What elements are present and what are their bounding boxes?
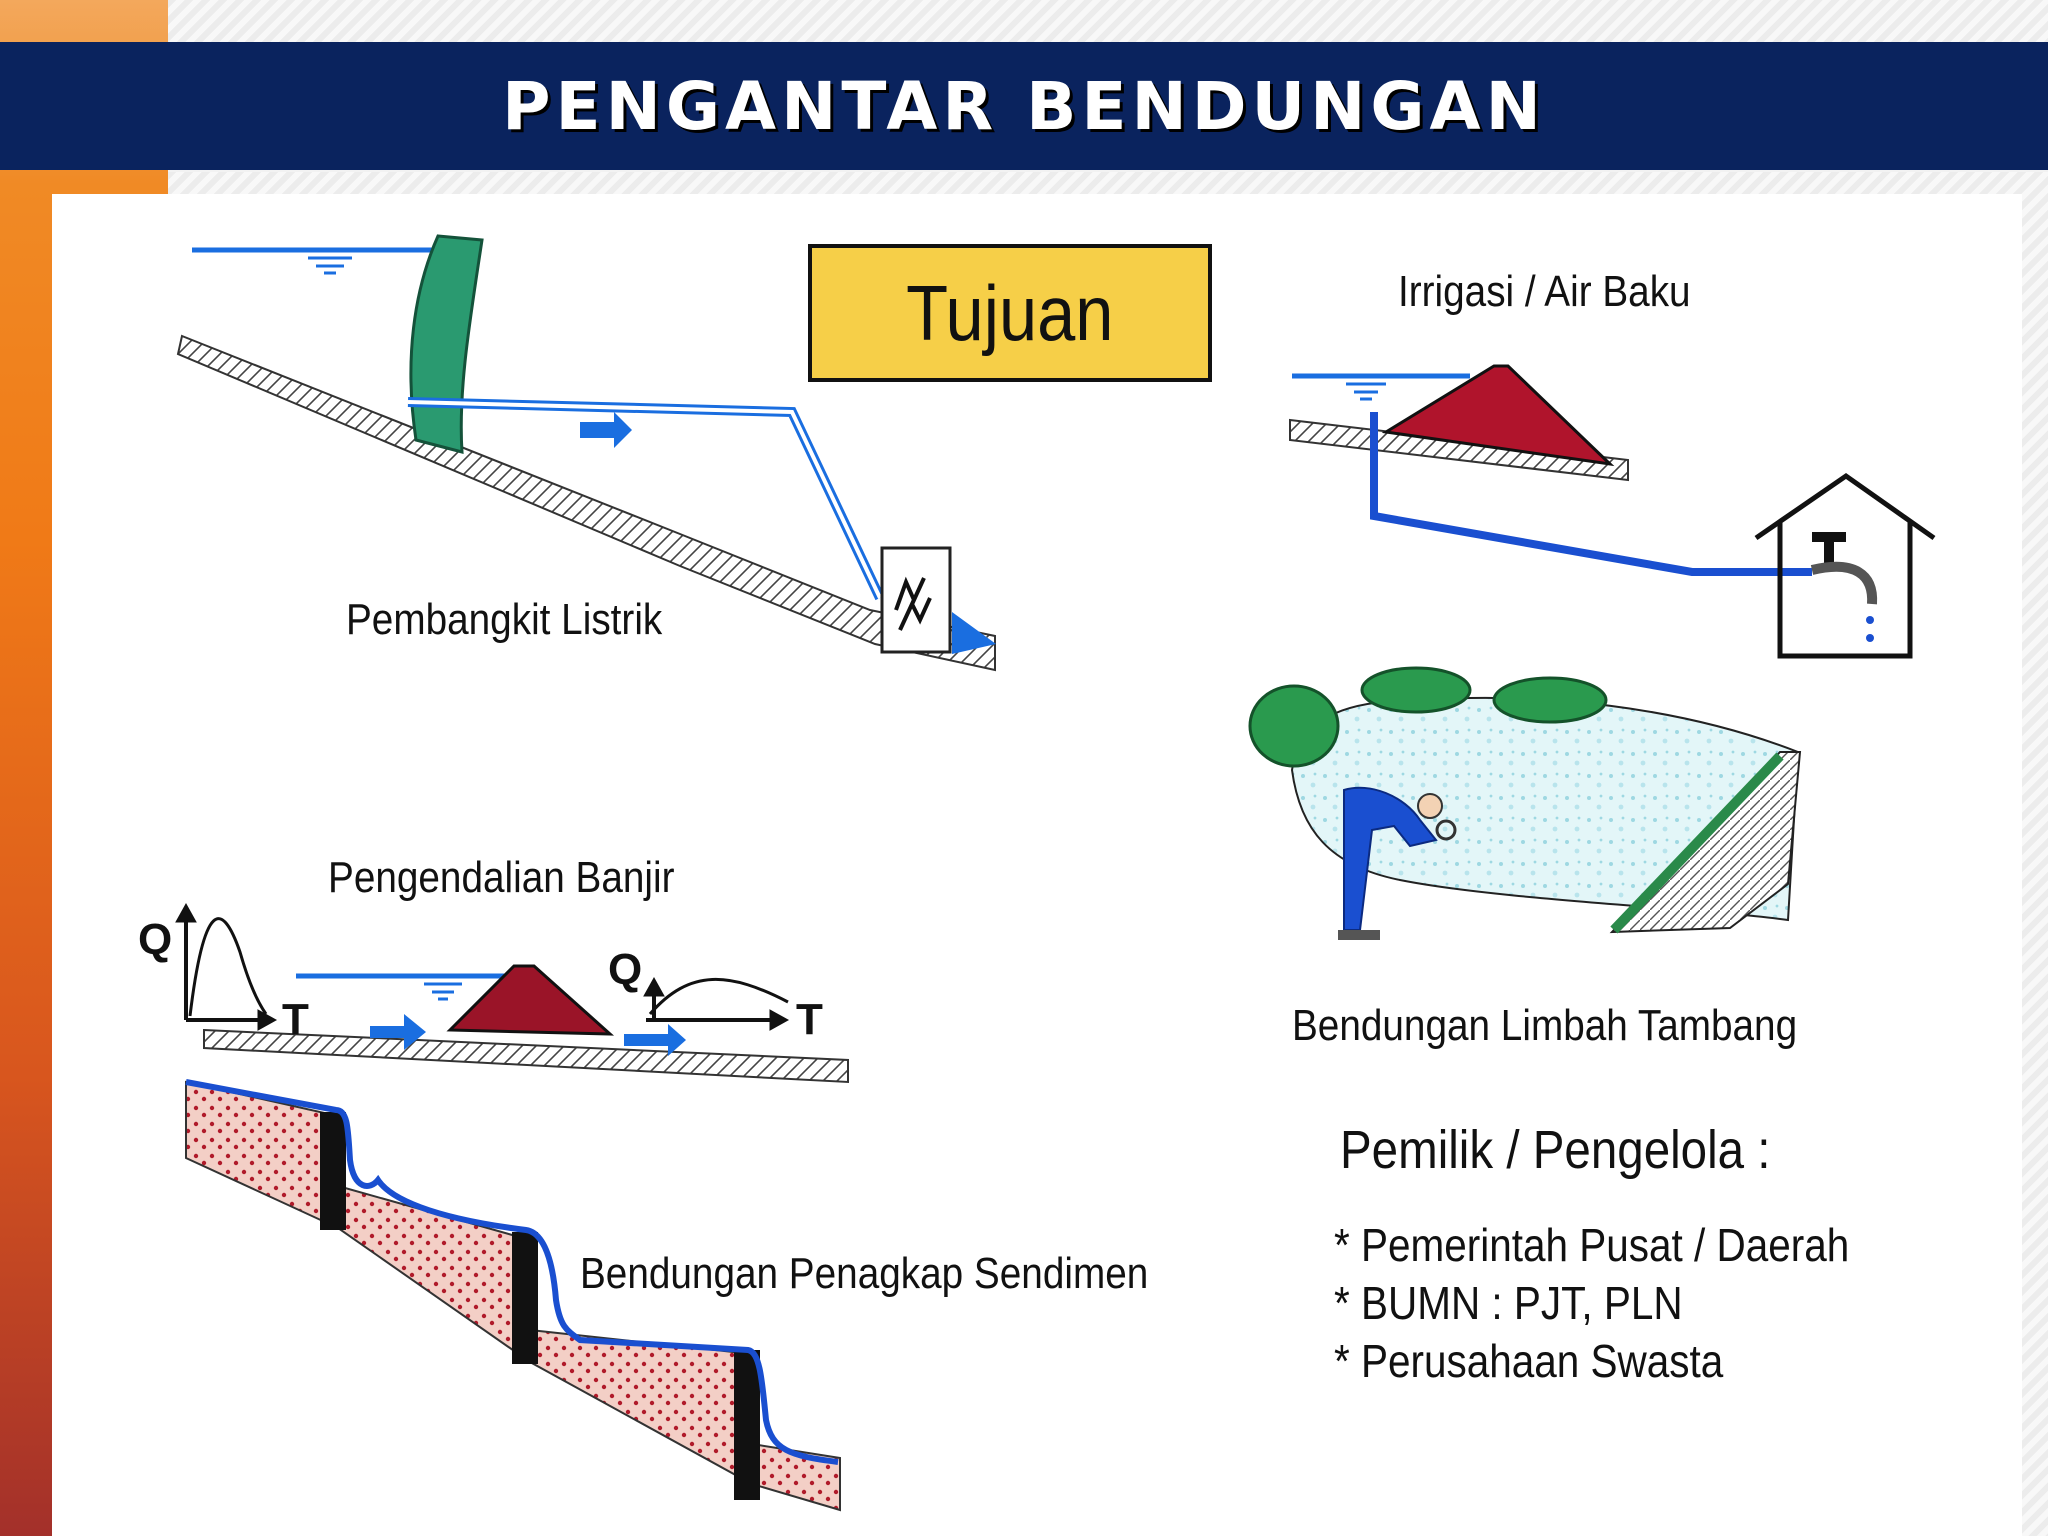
outflow-hydrograph xyxy=(643,976,790,1031)
owner-item: * BUMN : PJT, PLN xyxy=(1334,1277,1683,1329)
penstock-pipe xyxy=(407,397,885,601)
turbine-icon xyxy=(894,576,932,631)
inflow-arrow-icon xyxy=(370,1014,426,1050)
check-dam-2 xyxy=(512,1232,538,1364)
tailings-dam-illustration xyxy=(1248,666,1802,940)
inflow-hydrograph xyxy=(175,902,278,1031)
sediment-check-dam-illustration xyxy=(185,1079,841,1512)
axis-t-inflow: T xyxy=(282,995,309,1044)
check-dam-1 xyxy=(320,1112,346,1230)
tujuan-box: Tujuan xyxy=(808,244,1212,382)
irrigation-pipe xyxy=(1370,412,1812,576)
axis-t-outflow: T xyxy=(796,995,823,1044)
label-penangkap-sedimen: Bendungan Penagkap Sendimen xyxy=(580,1248,1148,1298)
flood-control-illustration xyxy=(175,902,849,1084)
water-level-symbol xyxy=(308,256,352,275)
owner-item: * Pemerintah Pusat / Daerah xyxy=(1334,1219,1850,1271)
outflow-arrow-icon xyxy=(952,612,996,654)
flood-ground xyxy=(203,1028,849,1084)
flood-dam xyxy=(446,964,615,1036)
outflow-arrow-icon xyxy=(624,1024,686,1056)
house-icon xyxy=(1754,472,1936,659)
owner-item: * Perusahaan Swasta xyxy=(1334,1335,1724,1387)
label-pembangkit-listrik: Pembangkit Listrik xyxy=(346,594,663,644)
sediment-water-flow xyxy=(185,1079,839,1465)
trees-icon xyxy=(1248,666,1608,768)
water-level-symbol xyxy=(1346,382,1386,401)
title-banner: PENGANTAR BENDUNGAN xyxy=(0,42,2048,170)
flow-arrow-icon xyxy=(580,412,632,448)
owners-title: Pemilik / Pengelola : xyxy=(1340,1119,1771,1180)
owners-list: * Pemerintah Pusat / Daerah * BUMN : PJT… xyxy=(1334,1218,1920,1392)
faucet-icon xyxy=(1810,532,1878,642)
water-level-symbol xyxy=(424,982,462,1001)
tujuan-label: Tujuan xyxy=(906,268,1114,357)
inspector-figure xyxy=(1338,786,1457,940)
axis-q-outflow: Q xyxy=(608,945,642,994)
page-title: PENGANTAR BENDUNGAN xyxy=(502,67,1546,145)
irrigation-illustration xyxy=(1289,364,1936,659)
hydropower-illustration xyxy=(176,234,996,672)
check-dam-3 xyxy=(734,1350,760,1500)
irrigation-dam xyxy=(1381,364,1615,467)
hydropower-slope xyxy=(176,334,996,672)
axis-q-inflow: Q xyxy=(138,915,172,964)
label-pengendalian-banjir: Pengendalian Banjir xyxy=(328,852,675,902)
label-irrigasi: Irrigasi / Air Baku xyxy=(1398,266,1691,316)
label-limbah-tambang: Bendungan Limbah Tambang xyxy=(1292,1000,1797,1050)
hydropower-dam xyxy=(409,234,484,454)
top-hatch-strip xyxy=(168,0,2048,42)
